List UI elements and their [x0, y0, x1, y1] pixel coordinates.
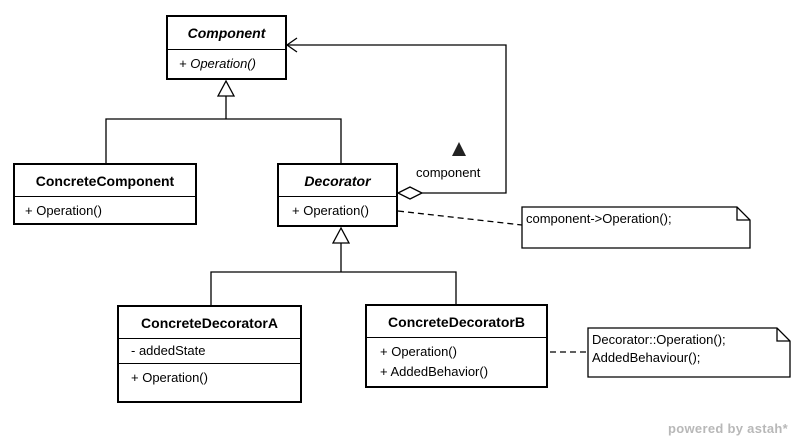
class-concrete-component[interactable]: ConcreteComponent + Operation()	[13, 163, 197, 225]
note-shape-decorator-b	[587, 327, 791, 378]
generalization-arrowhead-component	[216, 79, 236, 97]
note-decorator[interactable]: component->Operation();	[522, 207, 750, 248]
operation: + Operation()	[380, 344, 457, 359]
class-component[interactable]: Component + Operation()	[166, 15, 287, 80]
operation: + AddedBehavior()	[380, 364, 489, 379]
note-shape-decorator-b-fold	[776, 328, 790, 342]
attributes-compartment: - addedState	[119, 339, 300, 364]
attribute: - addedState	[131, 343, 206, 358]
class-name: ConcreteDecoratorA	[119, 307, 300, 339]
note-connector-decorator	[397, 210, 523, 226]
class-decorator[interactable]: Decorator + Operation()	[277, 163, 398, 227]
generalization-line-component	[105, 118, 342, 167]
note-decorator-b[interactable]: Decorator::Operation(); AddedBehaviour()…	[588, 328, 790, 377]
class-concrete-decorator-a[interactable]: ConcreteDecoratorA - addedState + Operat…	[117, 305, 302, 403]
operations-compartment: + Operation()	[119, 364, 300, 392]
operations-compartment: + Operation()	[15, 197, 195, 225]
navigability-arrowhead	[285, 37, 298, 53]
class-concrete-decorator-b[interactable]: ConcreteDecoratorB + Operation() + Added…	[365, 304, 548, 388]
class-name: ConcreteComponent	[15, 165, 195, 197]
operations-compartment: + Operation() + AddedBehavior()	[367, 338, 546, 386]
role-direction-triangle	[452, 142, 466, 156]
generalization-line-decorator	[210, 271, 457, 306]
generalization-arrowhead-decorator	[331, 226, 351, 244]
note-shape-decorator	[521, 206, 751, 249]
note-text-line: Decorator::Operation();	[592, 332, 726, 347]
operation: + Operation()	[179, 56, 256, 71]
note-text: component->Operation();	[526, 211, 672, 226]
note-text-line: AddedBehaviour();	[592, 350, 701, 365]
astah-brand-logo: powered by astah*	[668, 421, 788, 436]
operation: + Operation()	[131, 370, 208, 385]
association-role-label: component	[416, 165, 481, 180]
class-name: Component	[168, 17, 285, 50]
operations-compartment: + Operation()	[279, 197, 396, 225]
aggregation-diamond	[396, 186, 424, 200]
class-name: Decorator	[279, 165, 396, 197]
operation: + Operation()	[292, 203, 369, 218]
note-shape-decorator-fold	[736, 207, 750, 221]
aggregation-line	[287, 44, 507, 194]
operations-compartment: + Operation()	[168, 50, 285, 78]
class-name: ConcreteDecoratorB	[367, 306, 546, 338]
operation: + Operation()	[25, 203, 102, 218]
